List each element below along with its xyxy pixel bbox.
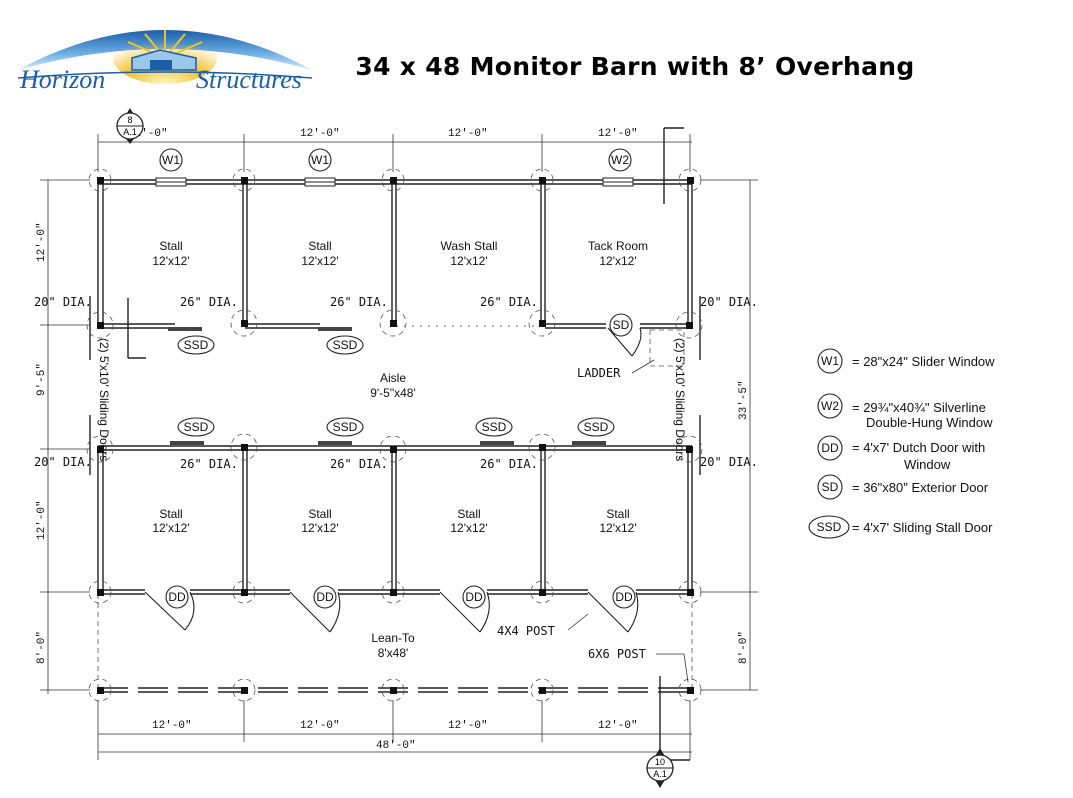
tag-ssd-2: SSD bbox=[333, 338, 358, 352]
sliding-doors-left: (2) 5'x10' Sliding Doors bbox=[97, 338, 111, 461]
room-wash-stall-size: 12'x12' bbox=[450, 254, 487, 268]
notes: (2) 5'x10' Sliding Doors (2) 5'x10' Slid… bbox=[97, 338, 689, 683]
dim-stall-depth-upper: 12'-0" bbox=[36, 222, 48, 262]
dia-left-lower: 20" DIA. bbox=[34, 455, 92, 469]
room-stall-1-size: 12'x12' bbox=[152, 254, 189, 268]
ladder-label: LADDER bbox=[577, 366, 621, 380]
sliding-stall-doors bbox=[168, 327, 606, 445]
dim-top-4: 12'-0" bbox=[598, 128, 638, 140]
legend-ssd-text: = 4'x7' Sliding Stall Door bbox=[852, 520, 993, 535]
tag-ssd-5: SSD bbox=[482, 420, 507, 434]
tag-sd: SD bbox=[613, 318, 630, 332]
dim-bot-1: 12'-0" bbox=[152, 720, 192, 732]
dia-26-upper-1: 26" DIA. bbox=[180, 295, 238, 309]
post-6x6-label: 6X6 POST bbox=[588, 647, 646, 661]
legend-tag-ssd: SSD bbox=[817, 520, 842, 534]
legend-w2-text-2: Double-Hung Window bbox=[866, 415, 993, 430]
room-stall-5: Stall bbox=[457, 507, 480, 521]
room-stall-5-size: 12'x12' bbox=[450, 521, 487, 535]
room-labels: Stall 12'x12' Stall 12'x12' Wash Stall 1… bbox=[152, 239, 648, 660]
legend-tag-dd: DD bbox=[821, 441, 839, 455]
room-tack-room: Tack Room bbox=[588, 239, 648, 253]
tag-dd-2: DD bbox=[316, 590, 334, 604]
tag-dd-4: DD bbox=[615, 590, 633, 604]
dimension-labels: 12'-0" 12'-0" 12'-0" 12'-0" 12'-0" 12'-0… bbox=[34, 128, 758, 752]
room-stall-2: Stall bbox=[308, 239, 331, 253]
room-wash-stall: Wash Stall bbox=[441, 239, 498, 253]
tag-ssd-4: SSD bbox=[333, 420, 358, 434]
legend: W1 = 28"x24" Slider Window W2 = 29¾"x40¾… bbox=[808, 348, 995, 539]
dia-right-lower: 20" DIA. bbox=[700, 455, 758, 469]
tag-w1-2: W1 bbox=[311, 153, 329, 167]
dim-top-3: 12'-0" bbox=[448, 128, 488, 140]
tag-ssd-3: SSD bbox=[184, 420, 209, 434]
svg-text:8: 8 bbox=[127, 115, 132, 125]
logo-text-right: Structures bbox=[196, 65, 302, 94]
dim-total-depth: 33'-5" bbox=[738, 380, 750, 420]
section-marker-bottom: 10 A.1 bbox=[646, 748, 674, 788]
post-4x4-label: 4X4 POST bbox=[497, 624, 555, 638]
room-stall-4-size: 12'x12' bbox=[301, 521, 338, 535]
room-stall-1: Stall bbox=[159, 239, 182, 253]
dia-26-upper-3: 26" DIA. bbox=[480, 295, 538, 309]
tag-w2: W2 bbox=[611, 153, 629, 167]
tag-ssd-1: SSD bbox=[184, 338, 209, 352]
posts bbox=[86, 168, 703, 702]
horizon-structures-logo: Horizon Structures bbox=[17, 30, 313, 94]
svg-text:A.1: A.1 bbox=[123, 127, 137, 137]
room-stall-6: Stall bbox=[606, 507, 629, 521]
legend-sd-text: = 36"x80" Exterior Door bbox=[852, 480, 989, 495]
room-lean-to: Lean-To bbox=[371, 631, 415, 645]
room-stall-6-size: 12'x12' bbox=[599, 521, 636, 535]
dim-bot-2: 12'-0" bbox=[300, 720, 340, 732]
legend-tag-sd: SD bbox=[822, 480, 839, 494]
dia-26-lower-3: 26" DIA. bbox=[480, 457, 538, 471]
dim-bot-4: 12'-0" bbox=[598, 720, 638, 732]
door-swings bbox=[144, 327, 685, 633]
room-stall-2-size: 12'x12' bbox=[301, 254, 338, 268]
dia-26-upper-2: 26" DIA. bbox=[330, 295, 388, 309]
dimension-lines bbox=[40, 134, 758, 760]
tag-w1-1: W1 bbox=[162, 153, 180, 167]
logo-text-left: Horizon bbox=[19, 65, 105, 94]
plan-tags: W1 W1 W2 SD SSD SSD SSD SSD SSD SSD DD D… bbox=[159, 148, 636, 609]
room-aisle: Aisle bbox=[380, 371, 406, 385]
svg-text:A.1: A.1 bbox=[653, 769, 667, 779]
room-stall-3: Stall bbox=[159, 507, 182, 521]
legend-dd-text: = 4'x7' Dutch Door with bbox=[852, 440, 985, 455]
dim-bot-3: 12'-0" bbox=[448, 720, 488, 732]
legend-w2-text: = 29¾"x40¾" Silverline bbox=[852, 400, 986, 415]
dia-26-lower-2: 26" DIA. bbox=[330, 457, 388, 471]
dim-lean-to-left: 8'-0" bbox=[36, 631, 48, 664]
dim-aisle-width: 9'-5" bbox=[36, 363, 48, 396]
room-tack-room-size: 12'x12' bbox=[599, 254, 636, 268]
room-aisle-size: 9'-5"x48' bbox=[370, 386, 416, 400]
room-stall-4: Stall bbox=[308, 507, 331, 521]
section-marker-top: 8 A.1 bbox=[116, 108, 144, 144]
dia-left-upper: 20" DIA. bbox=[34, 295, 92, 309]
page-title: 34 x 48 Monitor Barn with 8’ Overhang bbox=[355, 52, 915, 81]
room-lean-to-size: 8'x48' bbox=[378, 646, 409, 660]
dim-total-width: 48'-0" bbox=[376, 740, 416, 752]
legend-w1-text: = 28"x24" Slider Window bbox=[852, 354, 995, 369]
legend-dd-text-2: Window bbox=[904, 457, 951, 472]
room-stall-3-size: 12'x12' bbox=[152, 521, 189, 535]
dim-stall-depth-lower: 12'-0" bbox=[36, 500, 48, 540]
svg-text:10: 10 bbox=[655, 757, 665, 767]
sliding-doors-right: (2) 5'x10' Sliding Doors bbox=[673, 338, 687, 461]
dim-lean-to-right: 8'-0" bbox=[738, 631, 750, 664]
legend-tag-w2: W2 bbox=[821, 399, 839, 413]
dim-top-2: 12'-0" bbox=[300, 128, 340, 140]
tag-dd-3: DD bbox=[465, 590, 483, 604]
windows bbox=[155, 177, 634, 187]
dia-right-upper: 20" DIA. bbox=[700, 295, 758, 309]
tag-dd-1: DD bbox=[168, 590, 186, 604]
tag-ssd-6: SSD bbox=[584, 420, 609, 434]
legend-tag-w1: W1 bbox=[821, 354, 839, 368]
dia-26-lower-1: 26" DIA. bbox=[180, 457, 238, 471]
